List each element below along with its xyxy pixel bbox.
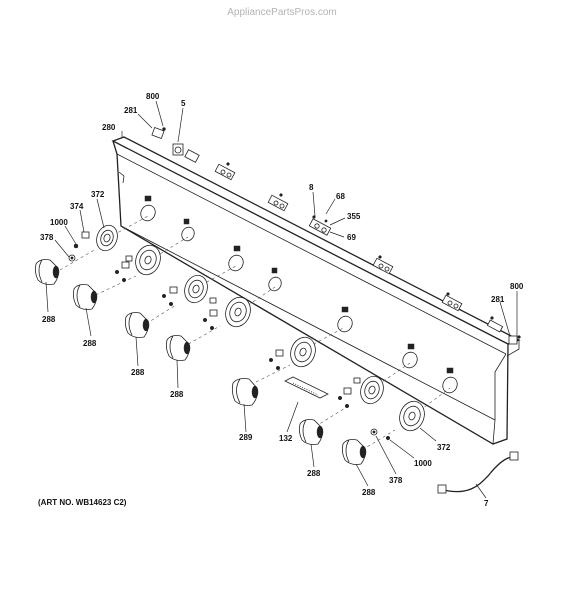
callout-289: 289 [239, 433, 253, 442]
callout-355: 355 [347, 212, 361, 221]
callout-5: 5 [181, 99, 186, 108]
panel-knob-recesses [140, 195, 458, 394]
callout-281-right: 281 [491, 295, 505, 304]
callout-288-f: 288 [362, 488, 376, 497]
alignment-lines [59, 215, 451, 457]
callout-288-b: 288 [83, 339, 97, 348]
clips-and-screws [68, 231, 391, 441]
callout-1000-right: 1000 [414, 459, 432, 468]
watermark-text: AppliancePartsPros.com [227, 7, 337, 18]
nameplate-132 [284, 376, 329, 399]
callout-378-right: 378 [389, 476, 403, 485]
callout-281-top: 281 [124, 106, 138, 115]
callout-68: 68 [336, 192, 345, 201]
callout-374: 374 [70, 202, 84, 211]
callout-372-left: 372 [91, 190, 105, 199]
callout-7: 7 [484, 499, 489, 508]
callout-8: 8 [309, 183, 314, 192]
callout-labels: 800 281 5 280 372 374 1000 378 8 68 355 … [40, 92, 524, 508]
callout-1000-left: 1000 [50, 218, 68, 227]
callout-288-e: 288 [307, 469, 321, 478]
callout-69: 69 [347, 233, 356, 242]
callout-280: 280 [102, 123, 116, 132]
callout-372-right: 372 [437, 443, 451, 452]
callout-288-a: 288 [42, 315, 56, 324]
callout-288-c: 288 [131, 368, 145, 377]
control-panel-280 [111, 136, 521, 445]
callout-132: 132 [279, 434, 293, 443]
callout-378-left: 378 [40, 233, 54, 242]
leader-lines [45, 100, 518, 499]
igniter-switches [151, 127, 521, 345]
callout-288-d: 288 [170, 390, 184, 399]
knob-bezels [96, 224, 425, 432]
callout-800-right: 800 [510, 282, 524, 291]
callout-800-top: 800 [146, 92, 160, 101]
art-number: (ART NO. WB14623 C2) [38, 498, 127, 507]
control-knobs [34, 259, 367, 465]
wire-harness-7 [437, 451, 519, 494]
